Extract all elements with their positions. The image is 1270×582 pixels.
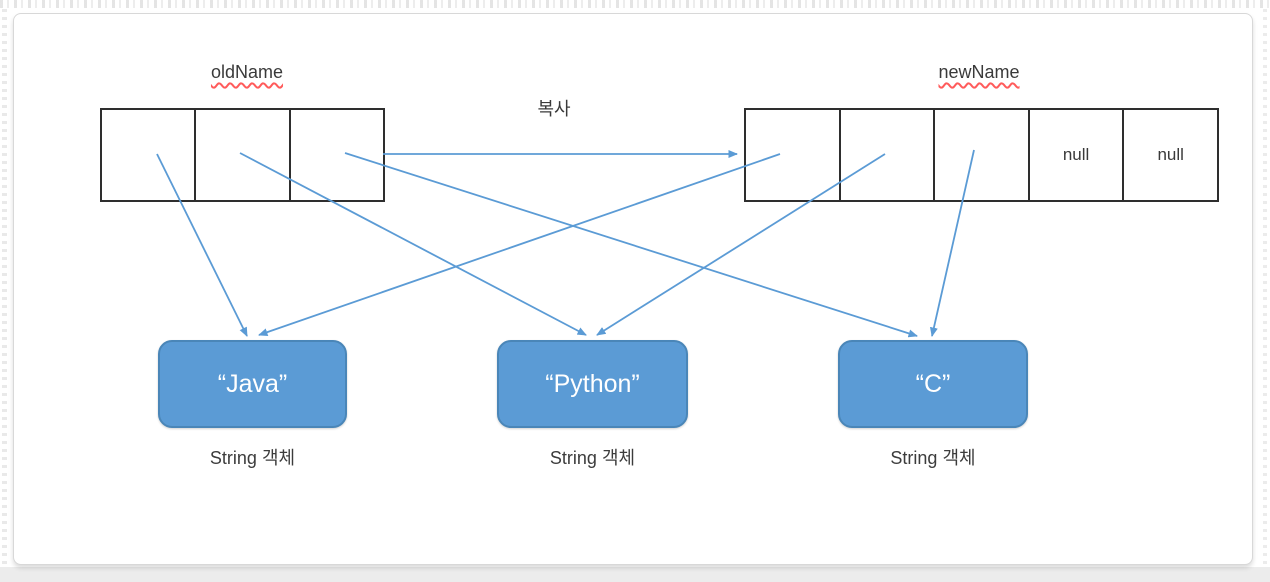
string-object-java: “Java” bbox=[158, 340, 347, 428]
old-array-cell-0 bbox=[102, 110, 194, 200]
new-array-cell-3-null: null bbox=[1027, 110, 1123, 200]
diagram-card bbox=[13, 13, 1253, 565]
string-object-caption-java: String 객체 bbox=[209, 448, 296, 468]
string-object-python: “Python” bbox=[497, 340, 688, 428]
new-array-cell-0 bbox=[746, 110, 839, 200]
page-edge-artifact-right bbox=[1263, 8, 1267, 564]
new-array-label: newName bbox=[938, 62, 1020, 82]
string-object-caption-c: String 객체 bbox=[890, 448, 976, 468]
page-edge-artifact-bottom bbox=[0, 567, 1270, 582]
new-array: null null bbox=[744, 108, 1219, 202]
new-array-cell-1 bbox=[838, 110, 934, 200]
old-array-cell-2 bbox=[288, 110, 383, 200]
new-array-cell-4-null: null bbox=[1122, 110, 1217, 200]
copy-arrow-label: 복사 bbox=[537, 99, 571, 119]
string-object-c: “C” bbox=[838, 340, 1028, 428]
old-array-label: oldName bbox=[210, 62, 284, 82]
old-array-cell-1 bbox=[194, 110, 288, 200]
new-array-cell-2 bbox=[933, 110, 1028, 200]
string-object-caption-python: String 객체 bbox=[549, 448, 636, 468]
page-edge-artifact-top bbox=[0, 0, 1270, 8]
old-array bbox=[100, 108, 385, 202]
page-edge-artifact-left bbox=[2, 8, 7, 564]
